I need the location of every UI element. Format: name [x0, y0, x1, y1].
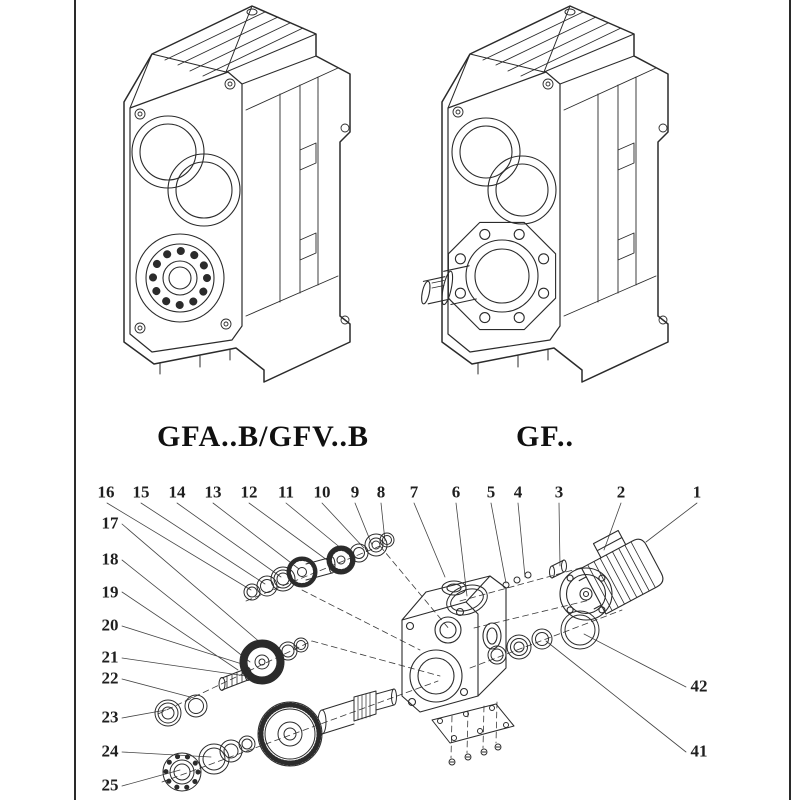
corner-screws-right	[452, 78, 554, 118]
callout-12: 12	[240, 482, 258, 502]
cover-plate	[431, 703, 515, 766]
output-shaft-part	[317, 688, 397, 735]
callout-5: 5	[486, 482, 496, 502]
feet-left	[159, 348, 231, 375]
callout-2: 2	[616, 482, 626, 502]
callout-21: 21	[101, 647, 119, 667]
corner-screws-left	[134, 78, 236, 334]
callout-14: 14	[168, 482, 186, 502]
input-gear	[326, 545, 356, 575]
callout-17: 17	[101, 513, 119, 533]
callout-19: 19	[101, 582, 119, 602]
callout-41: 41	[690, 741, 708, 761]
feet-right	[477, 348, 549, 375]
model-label-left: GFA..B/GFV..B	[157, 420, 369, 453]
output-shaft	[421, 265, 477, 306]
side-ribs-left	[245, 67, 350, 325]
callout-24: 24	[101, 741, 119, 761]
terminal-box	[592, 529, 627, 559]
callout-22: 22	[101, 668, 119, 688]
intermediate-gear	[239, 639, 285, 685]
callout-7: 7	[409, 482, 419, 502]
exploded-view	[106, 502, 698, 792]
cooling-fins-left	[164, 11, 304, 77]
ball-bearing	[162, 752, 202, 792]
gearbox-drawing-gf	[421, 5, 669, 383]
callout-8: 8	[376, 482, 386, 502]
exploded-housing	[401, 575, 507, 713]
gasket	[446, 584, 488, 616]
callout-3: 3	[554, 482, 564, 502]
motor-flange	[559, 567, 613, 621]
callout-16: 16	[97, 482, 115, 502]
callout-4: 4	[513, 482, 523, 502]
exploded-motor	[559, 529, 664, 621]
page-edge-left	[74, 0, 76, 800]
model-label-right: GF..	[516, 420, 574, 453]
exploded-parts-motor-side	[446, 559, 600, 665]
output-gear	[257, 701, 323, 767]
callout-20: 20	[101, 615, 119, 635]
callout-25: 25	[101, 775, 119, 795]
cooling-fins-right	[482, 11, 622, 77]
callout-11: 11	[277, 482, 295, 502]
center-lines	[157, 545, 623, 783]
callout-23: 23	[101, 707, 119, 727]
gearbox-drawing-gfab	[123, 5, 351, 383]
leader-lines	[106, 502, 698, 787]
callout-9: 9	[350, 482, 360, 502]
cover-screws	[448, 743, 502, 766]
page-edge-right	[789, 0, 791, 800]
retaining-ring-large	[560, 610, 600, 650]
lifting-eye-right	[564, 8, 576, 16]
callout-42: 42	[690, 676, 708, 696]
exploded-parts-upper	[243, 532, 395, 601]
output-flange	[447, 221, 557, 331]
callout-10: 10	[313, 482, 331, 502]
oil-seal	[154, 699, 182, 727]
callout-18: 18	[101, 549, 119, 569]
intermediate-pinion	[218, 667, 252, 691]
lifting-eye-left	[246, 8, 258, 16]
gear-bores-right	[451, 117, 557, 225]
callout-13: 13	[204, 482, 222, 502]
gear-bores-left	[131, 115, 241, 227]
callout-1: 1	[692, 482, 702, 502]
side-ribs-right	[563, 67, 668, 325]
coupling-bush	[549, 559, 567, 579]
exploded-parts-middle	[154, 637, 309, 727]
output-bearing-left	[135, 233, 225, 323]
callout-15: 15	[132, 482, 150, 502]
callout-6: 6	[451, 482, 461, 502]
exploded-parts-lower	[162, 688, 397, 792]
